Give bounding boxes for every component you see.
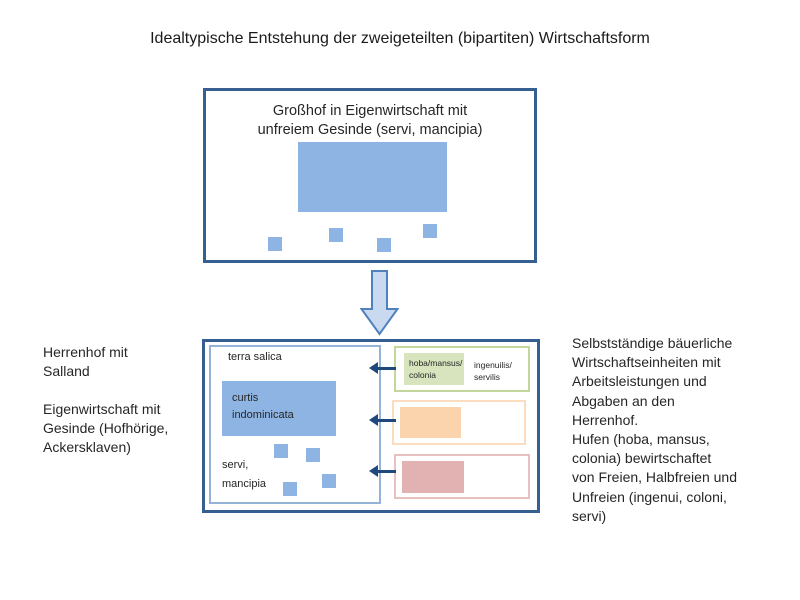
terra-salica-label: terra salica xyxy=(228,351,282,363)
ingenuilis-label-line2: servilis xyxy=(474,372,500,382)
curtis-label-line2: indominicata xyxy=(232,409,294,421)
servus-square xyxy=(423,224,437,238)
servus-square xyxy=(268,237,282,251)
arrow-line xyxy=(376,367,396,370)
servus-square xyxy=(283,482,297,496)
arrow-hufe2-to-herrenhof xyxy=(369,414,396,426)
green-label-line2: colonia xyxy=(409,370,436,380)
arrow-hufe1-to-herrenhof xyxy=(369,362,396,374)
servi-mancipia-label: servi, mancipia xyxy=(222,456,266,494)
arrow-line xyxy=(376,419,396,422)
hufe-orange-rect xyxy=(400,407,461,438)
servus-square xyxy=(274,444,288,458)
ingenuilis-servilis-label: ingenuilis/ servilis xyxy=(474,359,512,383)
caption-line: Herrenhof. xyxy=(572,411,639,428)
servus-square xyxy=(377,238,391,252)
caption-line: Arbeitsleistungen und xyxy=(572,373,707,390)
hufe-box-green: hoba/mansus/ colonia ingenuilis/ servili… xyxy=(394,346,530,392)
grosshof-box: Großhof in Eigenwirtschaft mit unfreiem … xyxy=(203,88,537,263)
caption-line: Herrenhof mit xyxy=(43,344,128,360)
grosshof-label-line1: Großhof in Eigenwirtschaft mit xyxy=(272,103,468,119)
caption-line: von Freien, Halbfreien und xyxy=(572,469,737,486)
servus-square xyxy=(329,228,343,242)
servus-square xyxy=(306,448,320,462)
caption-line: servi) xyxy=(572,507,607,524)
caption-line: Ackersklaven) xyxy=(43,439,131,455)
caption-line: Hufen (hoba, mansus, xyxy=(572,431,710,448)
caption-line: Wirtschaftseinheiten mit xyxy=(572,354,721,371)
arrow-hufe3-to-herrenhof xyxy=(369,465,396,477)
arrow-left-icon xyxy=(369,362,378,374)
caption-line: Abgaben an den xyxy=(572,392,675,409)
terra-salica-box: terra salica curtis indominicata servi, … xyxy=(209,345,381,504)
herrenhof-caption: Herrenhof mit Salland Eigenwirtschaft mi… xyxy=(43,343,168,457)
arrow-line xyxy=(376,470,396,473)
caption-line: Gesinde (Hofhörige, xyxy=(43,420,169,436)
caption-line: Unfreien (ingenui, coloni, xyxy=(572,488,727,505)
down-arrow-icon xyxy=(360,270,399,336)
hufen-caption: Selbstständige bäuerliche Wirtschaftsein… xyxy=(572,334,782,526)
hoba-mansus-colonia-label: hoba/mansus/ colonia xyxy=(404,353,464,385)
herrenhof-caption-para2: Eigenwirtschaft mit Gesinde (Hofhörige, … xyxy=(43,400,168,457)
arrow-left-icon xyxy=(369,414,378,426)
grosshof-label-line2: unfreiem Gesinde (servi, mancipia) xyxy=(257,122,483,138)
servi-label-line1: servi, xyxy=(222,459,249,471)
curtis-label-line1: curtis xyxy=(232,392,259,404)
hufe-red-rect xyxy=(402,461,464,493)
slide-title: Idealtypische Entstehung der zweigeteilt… xyxy=(150,30,650,47)
ingenuilis-label-line1: ingenuilis/ xyxy=(474,360,512,370)
hufe-box-red xyxy=(394,454,530,499)
servi-label-line2: mancipia xyxy=(222,478,267,490)
herrenhof-caption-para1: Herrenhof mit Salland xyxy=(43,343,168,381)
servus-square xyxy=(322,474,336,488)
caption-line: Selbstständige bäuerliche xyxy=(572,335,733,351)
arrow-left-icon xyxy=(369,465,378,477)
caption-line: colonia) bewirtschaftet xyxy=(572,450,712,467)
hufe-box-orange xyxy=(392,400,526,445)
curtis-indominicata-rect: curtis indominicata xyxy=(222,381,336,436)
grosshof-label: Großhof in Eigenwirtschaft mit unfreiem … xyxy=(206,102,534,140)
green-label-line1: hoba/mansus/ xyxy=(409,358,463,368)
caption-line: Salland xyxy=(43,363,90,379)
demesne-rect xyxy=(298,142,447,212)
caption-line: Eigenwirtschaft mit xyxy=(43,401,161,417)
